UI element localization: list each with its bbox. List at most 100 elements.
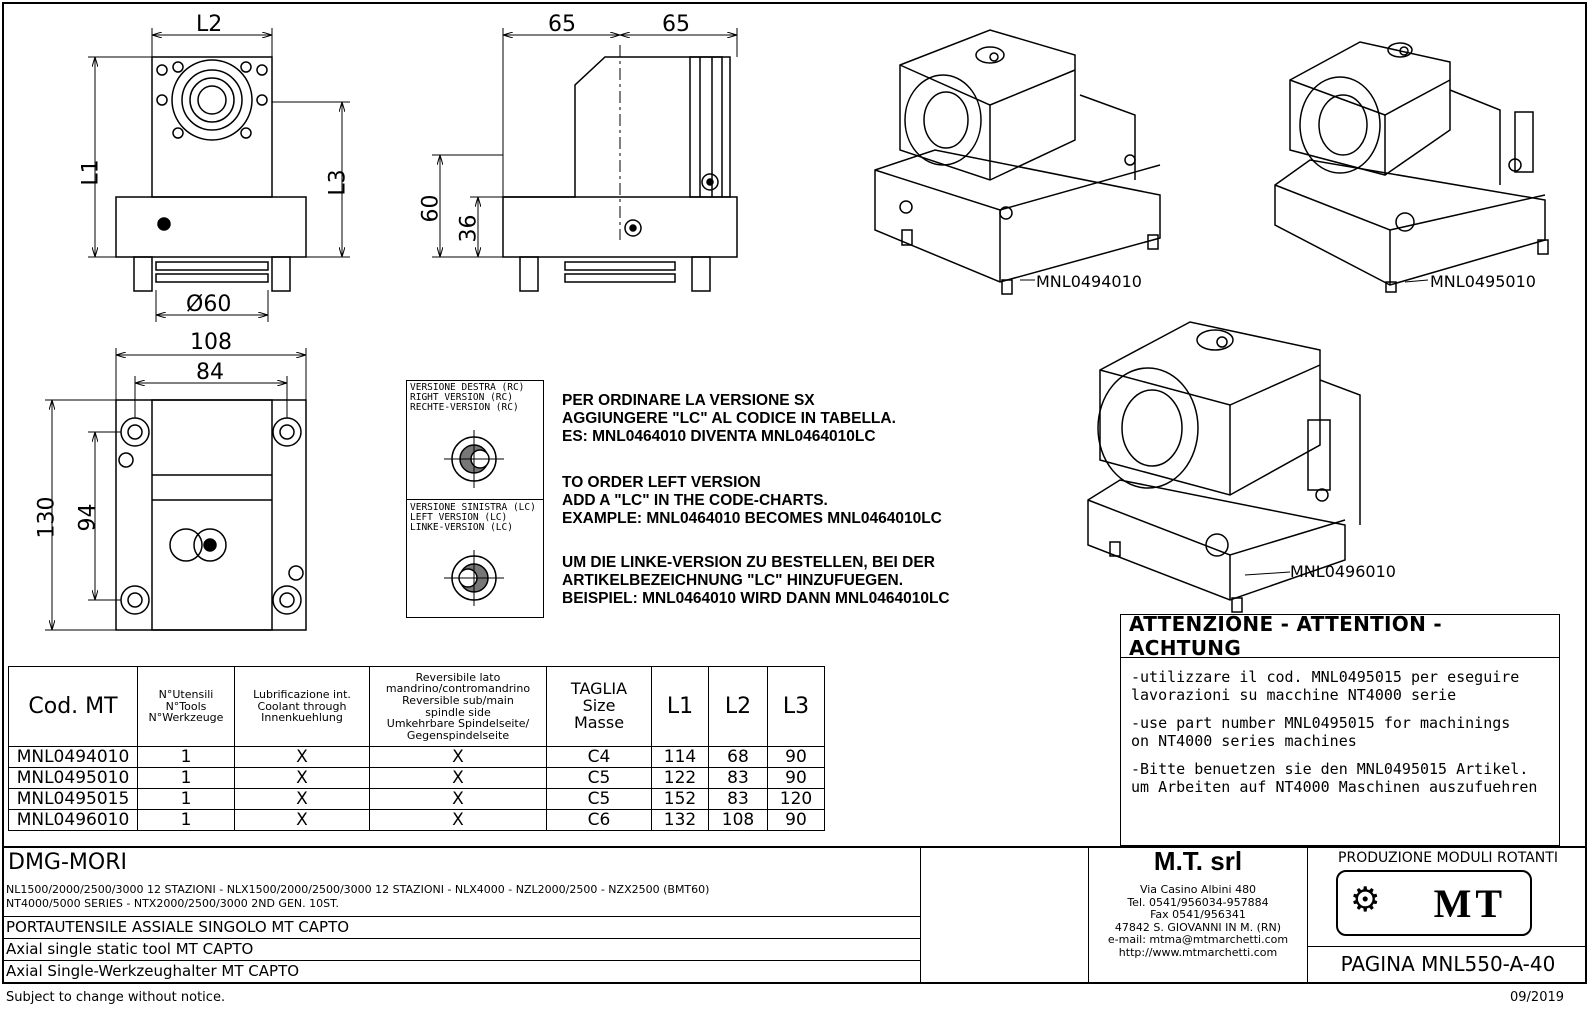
cell-coolant: X <box>234 788 370 810</box>
machines-line-2: NT4000/5000 SERIES - NTX2000/2500/3000 2… <box>6 897 340 910</box>
cell-l3: 90 <box>767 809 825 831</box>
col-size: TAGLIA Size Masse <box>546 666 652 747</box>
page-number: PAGINA MNL550-A-40 <box>1340 952 1556 976</box>
dim-l1: L1 <box>78 159 104 186</box>
cell-reversible: X <box>369 746 547 768</box>
table-row: MNL0494010 1 X X C4 114 68 90 <box>8 746 825 768</box>
cell-l1: 132 <box>651 809 709 831</box>
dim-d60: Ø60 <box>186 292 232 317</box>
description-en: Axial single static tool MT CAPTO <box>6 940 254 958</box>
cell-l3: 90 <box>767 767 825 789</box>
dim-60: 60 <box>418 194 444 223</box>
order-text-it: PER ORDINARE LA VERSIONE SX AGGIUNGERE "… <box>562 392 896 445</box>
dim-l3: L3 <box>325 169 351 196</box>
col-reversible: Reversibile lato mandrino/contromandrino… <box>369 666 547 747</box>
col-code: Cod. MT <box>8 666 138 747</box>
description-de: Axial Single-Werkzeughalter MT CAPTO <box>6 962 300 980</box>
cell-coolant: X <box>234 809 370 831</box>
col-tools: N°Utensili N°Tools N°Werkzeuge <box>137 666 235 747</box>
table-row: MNL0495015 1 X X C5 152 83 120 <box>8 788 825 810</box>
cell-size: C5 <box>546 788 652 810</box>
title-block-rule-d <box>1307 946 1587 947</box>
version-box: VERSIONE DESTRA (RC) RIGHT VERSION (RC) … <box>406 380 544 618</box>
cell-l2: 68 <box>708 746 768 768</box>
cell-l3: 90 <box>767 746 825 768</box>
title-block-divider-2 <box>1088 846 1089 984</box>
company-address: Via Casino Albini 480 Tel. 0541/956034-9… <box>1107 883 1289 959</box>
title-block-rule-c <box>2 960 920 961</box>
drawing-frame <box>2 2 1587 984</box>
dim-36: 36 <box>456 214 482 243</box>
attention-title: ATTENZIONE - ATTENTION - ACHTUNG <box>1121 612 1559 660</box>
col-l2: L2 <box>708 666 768 747</box>
cell-size: C4 <box>546 746 652 768</box>
attention-en: -use part number MNL0495015 for machinin… <box>1131 714 1511 750</box>
iso-label-a: MNL0494010 <box>1036 272 1142 291</box>
mt-logo: ⚙ MT <box>1336 870 1532 936</box>
table-row: MNL0496010 1 X X C6 132 108 90 <box>8 809 825 831</box>
rotating-module-icon: ⚙ <box>1350 880 1381 920</box>
front-view <box>115 56 307 292</box>
version-divider <box>407 499 543 500</box>
title-block-rule-a <box>2 916 920 917</box>
top-view <box>115 399 307 631</box>
col-l1: L1 <box>651 666 709 747</box>
cell-l2: 83 <box>708 788 768 810</box>
iso-view-a <box>874 29 1161 295</box>
description-it: PORTAUTENSILE ASSIALE SINGOLO MT CAPTO <box>6 918 350 936</box>
attention-box: ATTENZIONE - ATTENTION - ACHTUNG -utiliz… <box>1120 612 1560 846</box>
iso-label-c: MNL0496010 <box>1290 562 1396 581</box>
cell-tools: 1 <box>137 767 235 789</box>
title-block-top-rule <box>2 846 1587 848</box>
order-text-de: UM DIE LINKE-VERSION ZU BESTELLEN, BEI D… <box>562 554 950 607</box>
cell-code: MNL0494010 <box>8 746 138 768</box>
cell-code: MNL0495010 <box>8 767 138 789</box>
order-text-en: TO ORDER LEFT VERSION ADD A "LC" IN THE … <box>562 474 942 527</box>
cell-l2: 83 <box>708 767 768 789</box>
cell-l1: 152 <box>651 788 709 810</box>
cell-coolant: X <box>234 767 370 789</box>
title-block-divider-3 <box>1307 846 1308 984</box>
machines-line-1: NL1500/2000/2500/3000 12 STAZIONI - NLX1… <box>6 883 710 896</box>
attention-de: -Bitte benuetzen sie den MNL0495015 Arti… <box>1131 760 1538 796</box>
cell-l2: 108 <box>708 809 768 831</box>
right-version-label: VERSIONE DESTRA (RC) RIGHT VERSION (RC) … <box>410 382 525 413</box>
cell-l1: 114 <box>651 746 709 768</box>
left-version-label: VERSIONE SINISTRA (LC) LEFT VERSION (LC)… <box>410 502 536 533</box>
cell-code: MNL0495015 <box>8 788 138 810</box>
production-label: PRODUZIONE MODULI ROTANTI <box>1338 850 1558 866</box>
iso-view-b <box>1274 41 1549 293</box>
dim-65-left: 65 <box>548 12 576 37</box>
attention-it: -utilizzare il cod. MNL0495015 per esegu… <box>1131 668 1520 704</box>
cell-tools: 1 <box>137 746 235 768</box>
cell-l1: 122 <box>651 767 709 789</box>
title-block-divider-1 <box>920 846 921 984</box>
col-coolant: Lubrificazione int. Coolant through Inne… <box>234 666 370 747</box>
cell-l3: 120 <box>767 788 825 810</box>
cell-tools: 1 <box>137 809 235 831</box>
notice: Subject to change without notice. <box>6 990 226 1005</box>
iso-view-c <box>1087 321 1361 613</box>
dim-130: 130 <box>34 496 60 539</box>
dim-94: 94 <box>75 503 101 532</box>
brand: DMG-MORI <box>8 850 127 875</box>
dim-84: 84 <box>196 360 224 385</box>
cell-tools: 1 <box>137 788 235 810</box>
cell-size: C6 <box>546 809 652 831</box>
dim-108: 108 <box>190 330 232 355</box>
company-name: M.T. srl <box>1153 846 1243 876</box>
spec-table: Cod. MT N°Utensili N°Tools N°Werkzeuge L… <box>8 666 825 831</box>
cell-code: MNL0496010 <box>8 809 138 831</box>
logo-text: MT <box>1433 880 1506 926</box>
side-view <box>502 45 738 292</box>
table-row: MNL0495010 1 X X C5 122 83 90 <box>8 767 825 789</box>
cell-reversible: X <box>369 809 547 831</box>
cell-size: C5 <box>546 767 652 789</box>
iso-label-b: MNL0495010 <box>1430 272 1536 291</box>
col-l3: L3 <box>767 666 825 747</box>
dim-65-right: 65 <box>662 12 690 37</box>
version-symbols <box>444 430 504 606</box>
cell-coolant: X <box>234 746 370 768</box>
dim-l2: L2 <box>196 12 223 37</box>
